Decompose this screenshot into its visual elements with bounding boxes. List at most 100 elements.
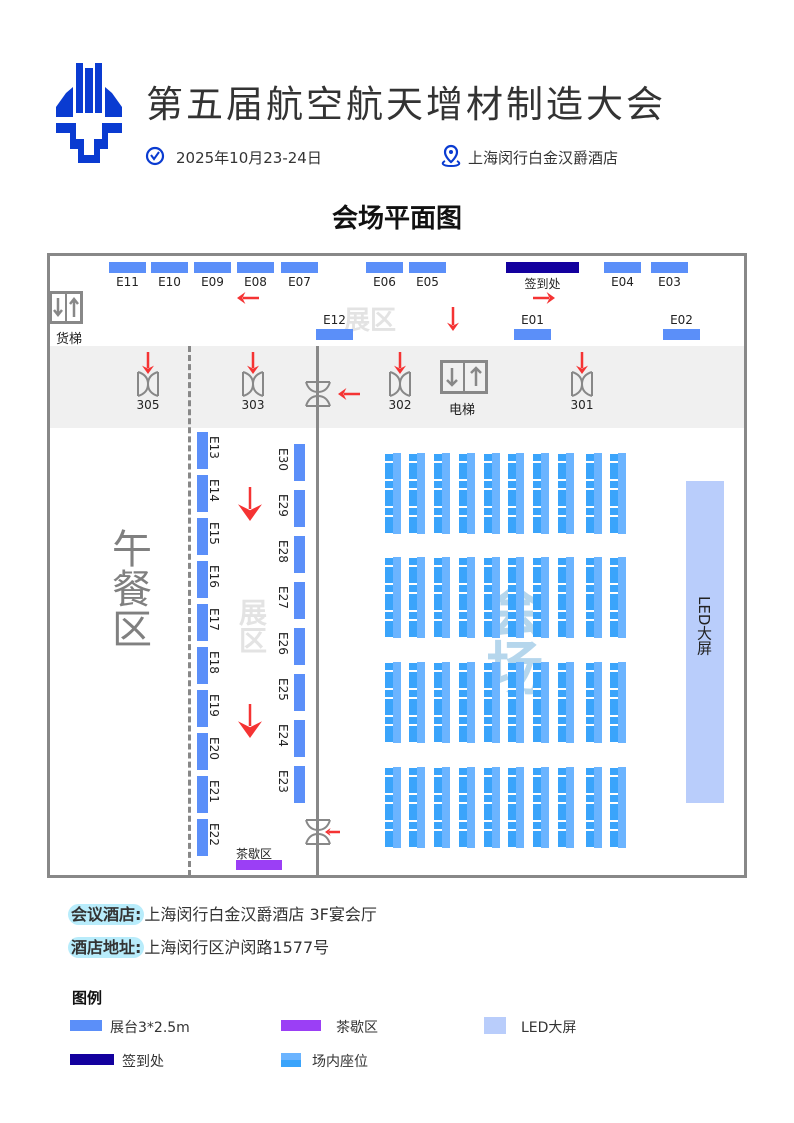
seat-block (434, 663, 443, 742)
seat-gap (409, 670, 417, 672)
seat-block (484, 454, 493, 533)
seat-gap (434, 619, 442, 621)
seat-block (434, 768, 443, 847)
seat-gap (558, 592, 566, 594)
booth-label: E02 (670, 313, 693, 327)
seat-gap (558, 619, 566, 621)
seat-gap (610, 697, 618, 699)
booth-E08 (237, 262, 274, 273)
seat-gap (558, 515, 566, 517)
seat-gap (533, 775, 541, 777)
booth-label: E24 (276, 724, 290, 747)
seat-block (566, 662, 574, 743)
door-icon (389, 371, 411, 397)
booth-E16 (197, 561, 208, 598)
seat-gap (508, 802, 516, 804)
seat-gap (586, 670, 594, 672)
seat-gap (434, 802, 442, 804)
seat-gap (558, 697, 566, 699)
seat-gap (533, 479, 541, 481)
booth-label: E22 (207, 823, 221, 846)
seat-block (459, 558, 468, 637)
legend-signin: 签到处 (122, 1054, 164, 1070)
address-info: 酒店地址:上海闵行区沪闵路1577号 (68, 934, 329, 958)
seat-gap (484, 802, 492, 804)
seat-gap (484, 775, 492, 777)
booth-E14 (197, 475, 208, 512)
booth-label: E09 (201, 275, 224, 289)
seat-gap (533, 592, 541, 594)
booth-label: E04 (611, 275, 634, 289)
seat-block (533, 558, 542, 637)
seat-gap (558, 802, 566, 804)
logo-icon (56, 63, 122, 163)
seat-gap (610, 619, 618, 621)
legend-swatch-seat (281, 1053, 301, 1067)
seat-gap (409, 506, 417, 508)
seat-gap (409, 697, 417, 699)
seat-gap (558, 724, 566, 726)
arrow-down-icon (394, 352, 406, 374)
led-screen (686, 481, 724, 803)
seat-block (618, 453, 626, 534)
seat-gap (610, 793, 618, 795)
seat-gap (484, 565, 492, 567)
seat-block (594, 453, 602, 534)
booth-E13 (197, 432, 208, 469)
legend-swatch-signin (70, 1054, 114, 1065)
arrow-right-icon (533, 292, 555, 304)
seat-gap (558, 610, 566, 612)
seat-gap (508, 697, 516, 699)
legend-swatch-tea (281, 1020, 321, 1031)
seat-gap (558, 670, 566, 672)
seat-gap (610, 829, 618, 831)
seat-block (558, 454, 567, 533)
booth-E01 (514, 329, 551, 340)
seat-gap (484, 688, 492, 690)
tea-area (236, 860, 282, 870)
seat-gap (508, 829, 516, 831)
seat-gap (558, 715, 566, 717)
seat-block (492, 557, 500, 638)
seat-gap (533, 619, 541, 621)
seat-gap (434, 461, 442, 463)
seat-gap (409, 488, 417, 490)
booth-label: E25 (276, 678, 290, 701)
seat-gap (508, 775, 516, 777)
seat-gap (508, 565, 516, 567)
divider-line (316, 346, 319, 876)
seat-gap (484, 793, 492, 795)
seat-gap (484, 506, 492, 508)
seat-gap (586, 775, 594, 777)
seat-gap (586, 592, 594, 594)
seat-block (417, 453, 425, 534)
signin-label: 签到处 (524, 277, 561, 291)
seat-gap (484, 515, 492, 517)
seat-gap (508, 793, 516, 795)
seat-gap (508, 583, 516, 585)
seat-gap (586, 619, 594, 621)
seat-block (459, 663, 468, 742)
seat-gap (385, 565, 393, 567)
seat-gap (385, 697, 393, 699)
booth-E22 (197, 819, 208, 856)
hotel-value: 上海闵行白金汉爵酒店 3F宴会厅 (144, 905, 377, 924)
seat-gap (409, 461, 417, 463)
seat-block (393, 767, 401, 848)
booth-label: E07 (288, 275, 311, 289)
seat-gap (610, 724, 618, 726)
seat-gap (484, 697, 492, 699)
seat-gap (533, 793, 541, 795)
seat-gap (385, 775, 393, 777)
seat-block (385, 663, 394, 742)
seat-gap (434, 488, 442, 490)
seat-gap (533, 820, 541, 822)
seat-gap (409, 565, 417, 567)
seat-gap (409, 715, 417, 717)
seat-gap (484, 715, 492, 717)
booth-E07 (281, 262, 318, 273)
booth-label: E17 (207, 608, 221, 631)
booth-E21 (197, 776, 208, 813)
door-label: 302 (388, 398, 412, 412)
seat-gap (459, 592, 467, 594)
